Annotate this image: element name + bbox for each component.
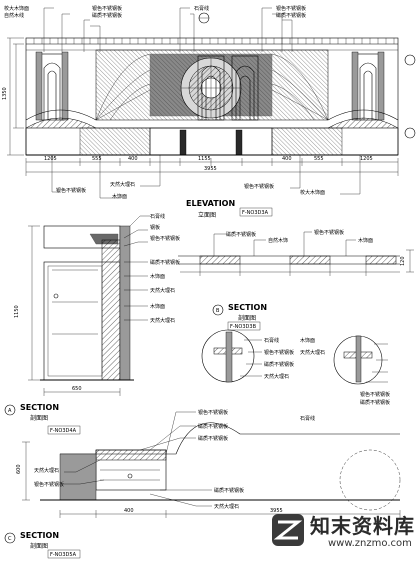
svg-text:磁质不锈钢板: 磁质不锈钢板 bbox=[264, 361, 294, 368]
svg-text:银色不锈钢板: 银色不锈钢板 bbox=[56, 187, 86, 194]
detail-callouts: 石膏线 银色不锈钢板 磁质不锈钢板 天然大理石 木饰面 天然大理石 银色不锈钢板… bbox=[264, 337, 390, 406]
svg-text:天然大理石: 天然大理石 bbox=[214, 503, 239, 510]
elevation-bottom-callouts: 银色不锈钢板 木饰面 天然大理石 银色不锈钢板 校大木饰面 bbox=[56, 181, 325, 200]
svg-text:天然大理石: 天然大理石 bbox=[150, 287, 175, 294]
svg-text:自然木饰: 自然木饰 bbox=[268, 237, 288, 244]
svg-text:校大木饰面: 校大木饰面 bbox=[4, 5, 29, 12]
svg-text:钢板: 钢板 bbox=[150, 224, 160, 231]
svg-text:银色不锈钢板: 银色不锈钢板 bbox=[244, 183, 274, 190]
elevation-tag: F-NO3D3A bbox=[242, 210, 269, 216]
svg-text:银色不锈钢板: 银色不锈钢板 bbox=[276, 5, 306, 12]
svg-text:天然大理石: 天然大理石 bbox=[264, 373, 289, 380]
svg-text:1205: 1205 bbox=[360, 156, 373, 162]
section-b-view: 磁质不锈钢板 自然木饰 银色不锈钢板 木饰面 120 B SECTION 剖面图… bbox=[178, 229, 414, 331]
svg-text:磁质不锈钢板: 磁质不锈钢板 bbox=[226, 231, 256, 238]
section-c-view: 600 400 3955 银色不锈钢板 磁质不锈钢板 磁质不锈钢板 天然大理石 … bbox=[4, 409, 401, 559]
section-c-total-dim: 3955 bbox=[270, 508, 283, 514]
watermark-url: www.znzmo.com bbox=[328, 538, 412, 549]
svg-text:石膏线: 石膏线 bbox=[300, 415, 315, 422]
section-a-view: 1150 650 石膏线 钢板 银色不锈钢板 磁质不锈钢板 木饰面 天然大理石 … bbox=[4, 213, 180, 435]
section-c-width-dim: 400 bbox=[124, 508, 134, 514]
svg-text:C: C bbox=[8, 536, 12, 542]
section-c-tag: F-NO3D5A bbox=[50, 552, 77, 558]
section-b-title: SECTION bbox=[228, 303, 267, 312]
svg-text:A: A bbox=[8, 408, 12, 414]
watermark-title: 知末资料库 bbox=[310, 514, 415, 538]
svg-text:555: 555 bbox=[92, 156, 102, 162]
section-a-height-dim: 1150 bbox=[14, 305, 20, 318]
svg-text:磁质不锈钢板: 磁质不锈钢板 bbox=[92, 12, 122, 19]
svg-text:400: 400 bbox=[128, 156, 138, 162]
svg-text:天然大理石: 天然大理石 bbox=[110, 181, 135, 188]
elevation-segment-dims: 1205 555 400 1155 400 555 1205 bbox=[44, 156, 373, 162]
deco-tower-right bbox=[351, 51, 385, 121]
deco-tower-center-left bbox=[197, 55, 225, 121]
svg-text:木饰面: 木饰面 bbox=[112, 193, 127, 200]
svg-text:银色不锈钢板: 银色不锈钢板 bbox=[360, 391, 390, 398]
svg-text:1155: 1155 bbox=[198, 156, 211, 162]
deco-tower-center-right bbox=[231, 55, 259, 121]
svg-text:石膏线: 石膏线 bbox=[194, 5, 209, 12]
svg-text:木饰面: 木饰面 bbox=[358, 237, 373, 244]
znzmo-logo-icon bbox=[272, 514, 304, 546]
elevation-title: ELEVATION bbox=[186, 199, 235, 208]
svg-text:555: 555 bbox=[314, 156, 324, 162]
elevation-total-dim: 3955 bbox=[204, 166, 217, 172]
svg-text:校大木饰面: 校大木饰面 bbox=[300, 189, 325, 196]
section-c-height-dim: 600 bbox=[16, 464, 22, 474]
svg-text:银色不锈钢板: 银色不锈钢板 bbox=[314, 229, 344, 236]
elevation-height-dim: 1350 bbox=[2, 87, 8, 100]
detail-circles: 石膏线 银色不锈钢板 磁质不锈钢板 天然大理石 木饰面 天然大理石 银色不锈钢板… bbox=[201, 329, 390, 406]
section-b-tag: F-NO3D3B bbox=[230, 324, 257, 330]
section-a-callouts: 石膏线 钢板 银色不锈钢板 磁质不锈钢板 木饰面 天然大理石 木饰面 天然大理石 bbox=[150, 213, 180, 324]
svg-text:木饰面: 木饰面 bbox=[150, 303, 165, 310]
svg-text:银色不锈钢板: 银色不锈钢板 bbox=[264, 349, 294, 356]
section-c-subtitle: 剖面图 bbox=[30, 542, 48, 550]
svg-text:银色不锈钢板: 银色不锈钢板 bbox=[34, 481, 64, 488]
svg-text:磁质不锈钢板: 磁质不锈钢板 bbox=[150, 259, 180, 266]
svg-text:天然大理石: 天然大理石 bbox=[300, 349, 325, 356]
svg-text:自然木线: 自然木线 bbox=[4, 12, 24, 19]
svg-text:磁质不锈钢板: 磁质不锈钢板 bbox=[198, 423, 228, 430]
section-c-callouts: 银色不锈钢板 磁质不锈钢板 磁质不锈钢板 天然大理石 银色不锈钢板 磁质不锈钢板… bbox=[34, 409, 315, 510]
svg-text:磁质不锈钢板: 磁质不锈钢板 bbox=[214, 487, 244, 494]
section-a-title: SECTION bbox=[20, 403, 59, 412]
svg-text:石膏线: 石膏线 bbox=[150, 213, 165, 220]
svg-text:木饰面: 木饰面 bbox=[150, 273, 165, 280]
deco-tower-left bbox=[35, 51, 69, 121]
section-b-callouts: 磁质不锈钢板 自然木饰 银色不锈钢板 木饰面 bbox=[226, 229, 373, 244]
watermark: 知末资料库 www.znzmo.com bbox=[266, 508, 416, 554]
svg-text:B: B bbox=[216, 308, 220, 314]
section-a-width-dim: 650 bbox=[72, 386, 82, 392]
svg-text:1205: 1205 bbox=[44, 156, 57, 162]
svg-text:银色不锈钢板: 银色不锈钢板 bbox=[198, 409, 228, 416]
elevation-top-callouts: 校大木饰面 自然木线 银色不锈钢板 磁质不锈钢板 石膏线 银色不锈钢板 磁质不锈… bbox=[4, 5, 306, 19]
section-b-dim: 120 bbox=[400, 256, 406, 266]
svg-text:木饰面: 木饰面 bbox=[300, 337, 315, 344]
section-b-subtitle: 剖面图 bbox=[238, 314, 256, 322]
svg-text:磁质不锈钢板: 磁质不锈钢板 bbox=[276, 12, 306, 19]
svg-text:天然大理石: 天然大理石 bbox=[34, 467, 59, 474]
svg-text:天然大理石: 天然大理石 bbox=[150, 317, 175, 324]
section-c-title: SECTION bbox=[20, 531, 59, 540]
elevation-view: 1350 1205 555 400 1155 400 555 1205 3955… bbox=[2, 5, 416, 219]
svg-text:磁质不锈钢板: 磁质不锈钢板 bbox=[360, 399, 390, 406]
svg-text:银色不锈钢板: 银色不锈钢板 bbox=[92, 5, 122, 12]
svg-text:磁质不锈钢板: 磁质不锈钢板 bbox=[198, 435, 228, 442]
section-a-subtitle: 剖面图 bbox=[30, 414, 48, 422]
svg-text:400: 400 bbox=[282, 156, 292, 162]
section-a-tag: F-NO3D4A bbox=[50, 428, 77, 434]
svg-text:石膏线: 石膏线 bbox=[264, 337, 279, 344]
svg-text:银色不锈钢板: 银色不锈钢板 bbox=[150, 235, 180, 242]
elevation-subtitle: 立面图 bbox=[198, 211, 216, 219]
